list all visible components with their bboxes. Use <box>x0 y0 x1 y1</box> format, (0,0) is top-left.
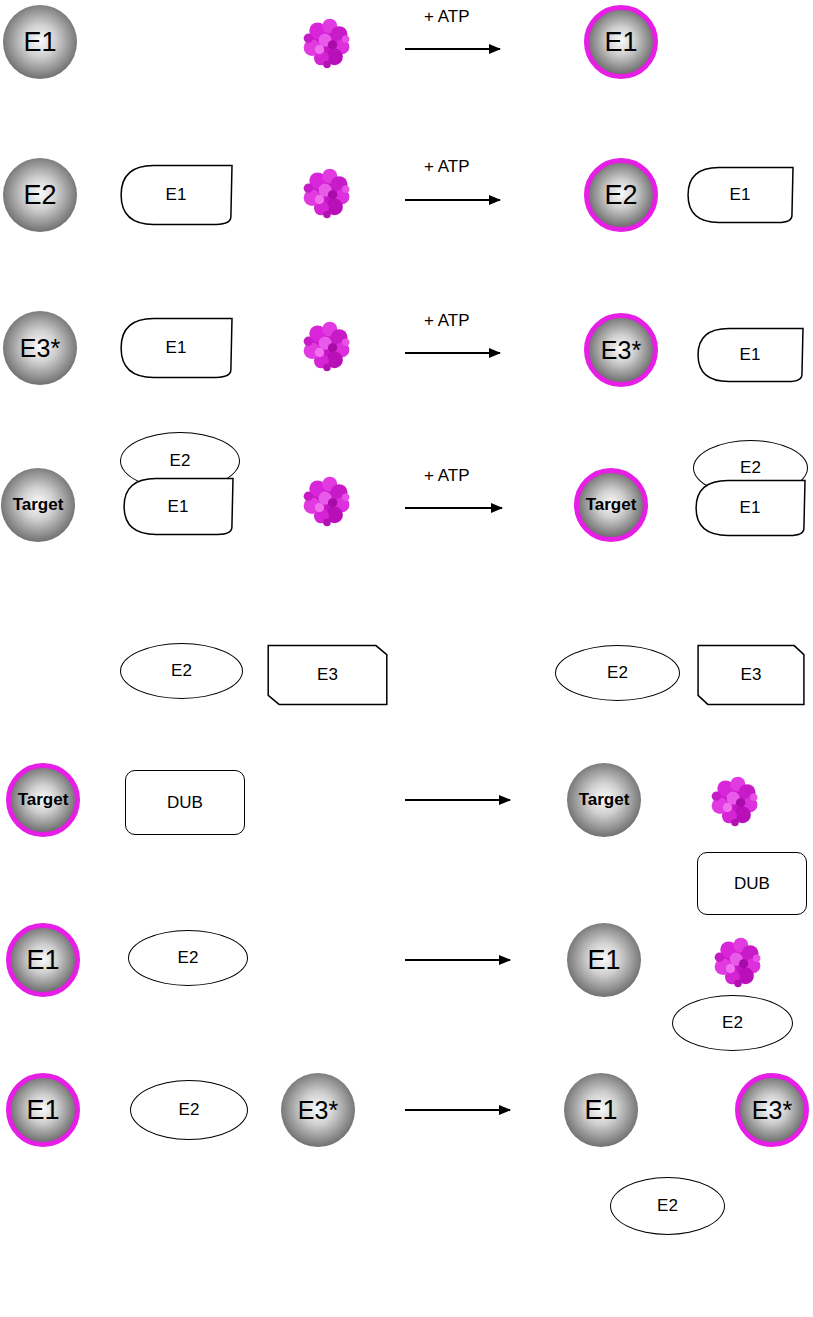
node-label: E2 <box>171 661 192 681</box>
dub-box: DUB <box>125 770 245 835</box>
node-label: E2 <box>607 663 628 683</box>
e2-ellipse: E2 <box>672 995 793 1051</box>
reaction-arrows <box>405 49 510 1110</box>
atp-label: + ATP <box>424 157 470 177</box>
node-label: Target <box>18 790 69 810</box>
node-label: E2 <box>170 451 191 471</box>
ubiquitinated-circle: E1 <box>6 1073 80 1147</box>
node-label: E3 <box>741 665 762 685</box>
ubiquitinated-circle: E1 <box>584 5 658 79</box>
node-label: E2 <box>179 1100 200 1120</box>
node-label: E1 <box>168 497 189 517</box>
node-label: DUB <box>734 874 770 894</box>
node-label: E2 <box>657 1196 678 1216</box>
node-label: E3* <box>298 1096 338 1125</box>
atp-label: + ATP <box>424 311 470 331</box>
e2-ellipse: E2 <box>610 1177 725 1235</box>
node-label: E2 <box>722 1013 743 1033</box>
node-label: Target <box>13 495 64 515</box>
node-label: E1 <box>166 185 187 205</box>
e1-shape: E1 <box>120 318 232 378</box>
node-label: E1 <box>730 185 751 205</box>
e1-shape: E1 <box>697 328 803 382</box>
node-label: E1 <box>587 945 620 976</box>
atp-label: + ATP <box>424 466 470 486</box>
e1-shape: E1 <box>123 478 233 535</box>
e3-shape: E3 <box>267 645 388 705</box>
e2-ellipse: E2 <box>555 645 680 701</box>
ubiquitin-illustration <box>304 19 761 987</box>
e2-ellipse: E2 <box>120 643 243 699</box>
node-label: E2 <box>178 948 199 968</box>
node-label: DUB <box>167 793 203 813</box>
e1-shape: E1 <box>687 167 793 223</box>
e1-shape: E1 <box>695 480 805 536</box>
node-label: E3* <box>20 334 60 363</box>
e2-ellipse: E2 <box>128 930 248 986</box>
node-label: Target <box>586 495 637 515</box>
node-label: E1 <box>166 338 187 358</box>
protein-circle: Target <box>567 763 641 837</box>
node-label: E1 <box>584 1095 617 1126</box>
node-label: E1 <box>740 498 761 518</box>
node-label: E1 <box>23 27 56 58</box>
protein-circle: E2 <box>3 158 77 232</box>
node-label: E1 <box>26 1095 59 1126</box>
node-label: E2 <box>23 180 56 211</box>
node-label: E3* <box>601 336 641 365</box>
ubiquitinated-circle: E3* <box>584 313 658 387</box>
e1-shape: E1 <box>120 165 232 225</box>
node-label: E1 <box>604 27 637 58</box>
node-label: E3* <box>752 1096 792 1125</box>
protein-circle: E1 <box>567 923 641 997</box>
protein-circle: E3* <box>3 311 77 385</box>
node-label: E1 <box>740 345 761 365</box>
node-label: Target <box>579 790 630 810</box>
ubiquitinated-circle: E1 <box>6 923 80 997</box>
protein-circle: E3* <box>281 1073 355 1147</box>
ubiquitinated-circle: E2 <box>584 158 658 232</box>
protein-circle: E1 <box>564 1073 638 1147</box>
protein-circle: Target <box>1 468 75 542</box>
node-label: E3 <box>317 665 338 685</box>
ubiquitinated-circle: Target <box>574 468 648 542</box>
protein-circle: E1 <box>3 5 77 79</box>
e3-shape: E3 <box>697 645 805 705</box>
node-label: E2 <box>740 458 761 478</box>
e2-ellipse: E2 <box>130 1080 248 1140</box>
dub-box: DUB <box>697 852 807 915</box>
node-label: E1 <box>26 945 59 976</box>
ubiquitinated-circle: Target <box>6 763 80 837</box>
node-label: E2 <box>604 180 637 211</box>
ubiquitinated-circle: E3* <box>735 1073 809 1147</box>
atp-label: + ATP <box>424 7 470 27</box>
